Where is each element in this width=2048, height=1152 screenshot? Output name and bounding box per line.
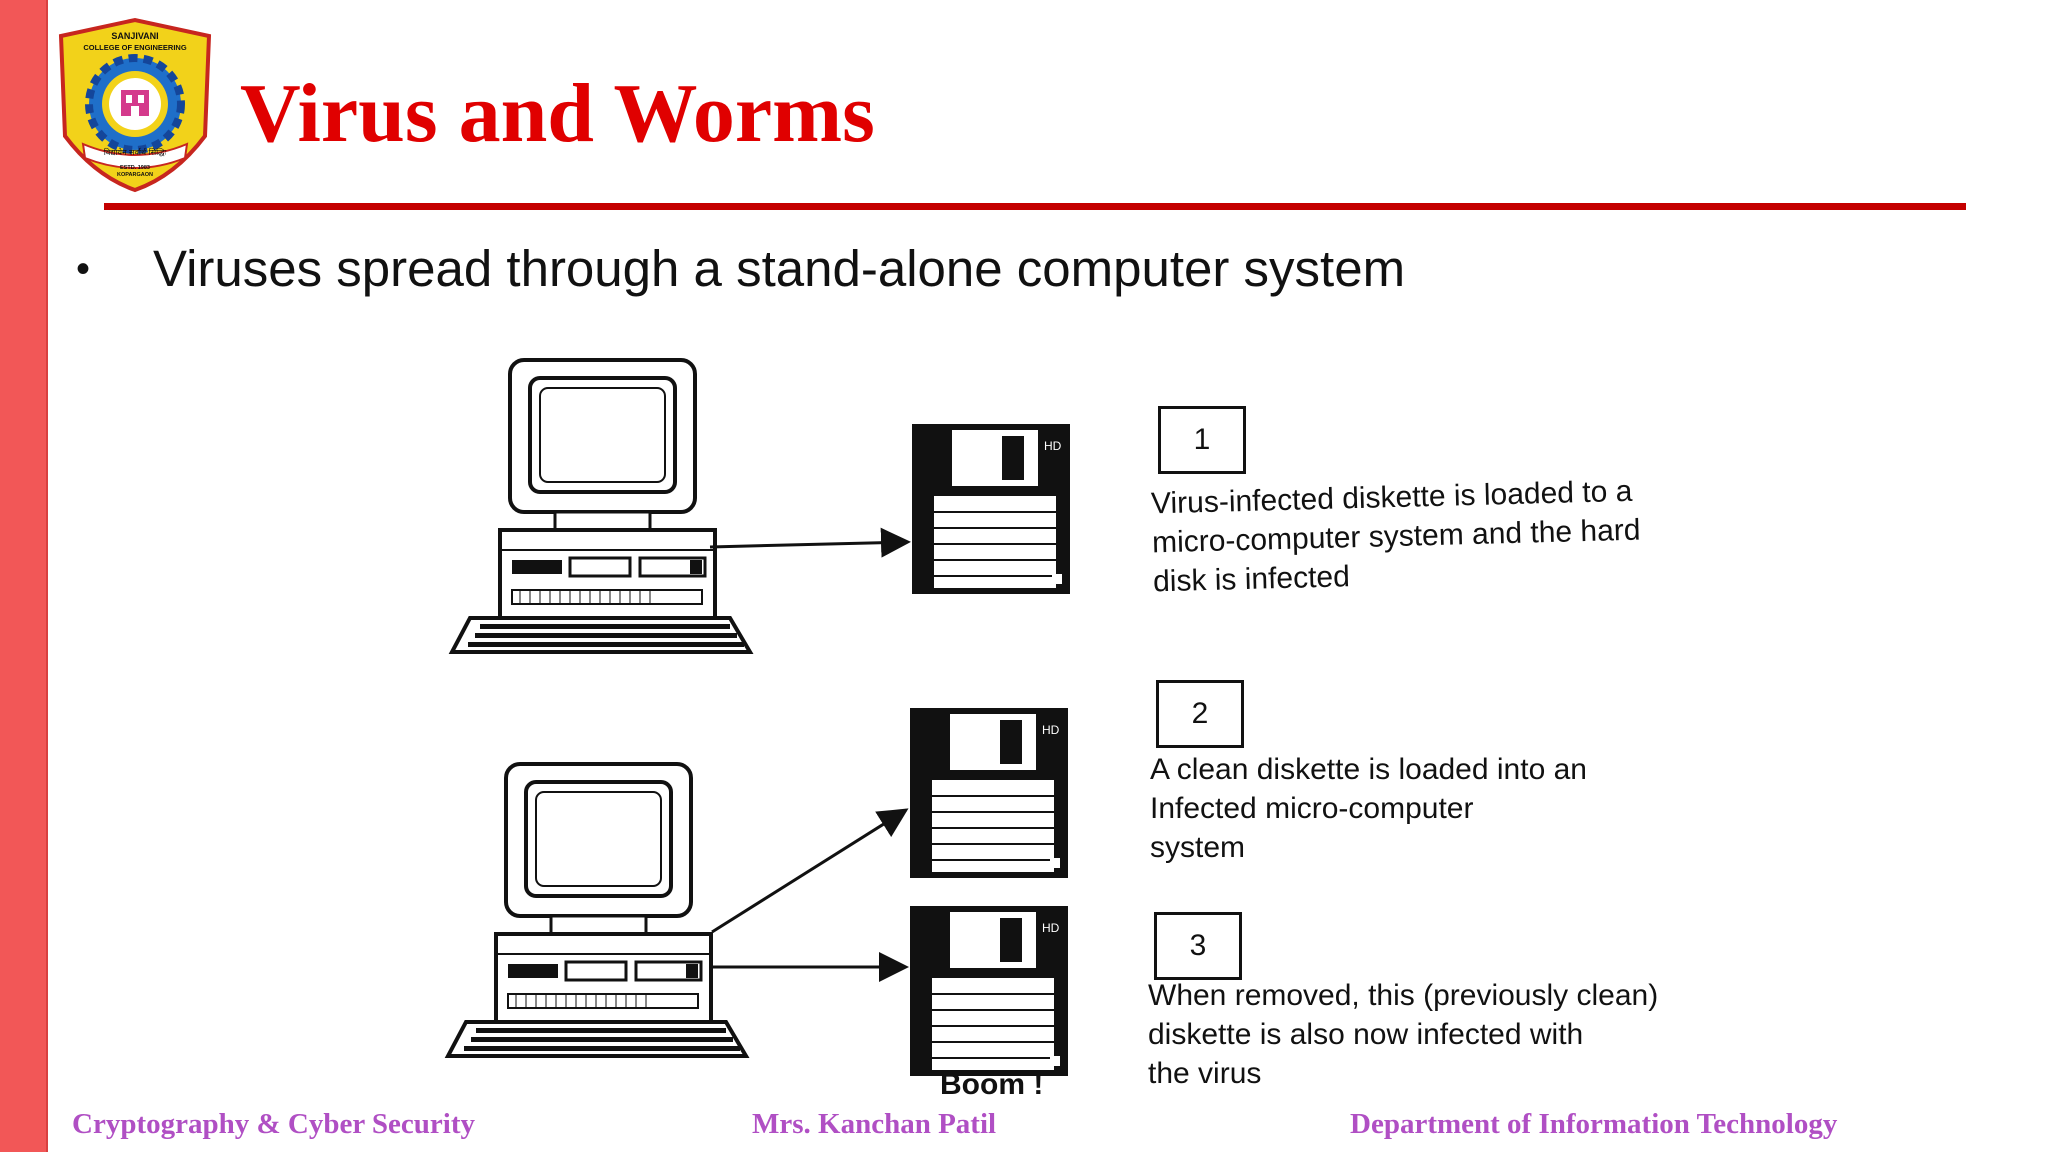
logo-place-text: KOPARGAON <box>117 172 153 178</box>
step-1-number-box: 1 <box>1158 406 1246 474</box>
diskette-3-hd-label: HD <box>1042 921 1060 935</box>
step-3-number-box: 3 <box>1154 912 1242 980</box>
logo-name-text: SANJIVANI <box>111 31 158 41</box>
computer-1-illustration <box>450 358 752 654</box>
step-2-number-box: 2 <box>1156 680 1244 748</box>
arrow-2 <box>711 808 909 934</box>
bullet-marker: • <box>76 247 91 291</box>
slide-title: Virus and Worms <box>240 67 875 160</box>
footer-author: Mrs. Kanchan Patil <box>752 1108 997 1140</box>
diskette-1-hd-label: HD <box>1044 439 1062 453</box>
virus-spread-diagram: HD HD HD 1 Virus-infected diskette is lo… <box>440 340 1730 1115</box>
logo-estd-text: ESTD. 1983 <box>120 165 150 171</box>
diskette-2-hd-label: HD <box>1042 723 1060 737</box>
step-3-text: When removed, this (previously clean) di… <box>1148 979 1659 1090</box>
boom-caption: Boom ! <box>940 1068 1044 1101</box>
bullet-text: Viruses spread through a stand-alone com… <box>153 240 1406 297</box>
computer-2-illustration <box>446 762 748 1058</box>
logo-college-text: COLLEGE OF ENGINEERING <box>83 43 187 52</box>
title-underline <box>104 203 1966 210</box>
left-accent-bar <box>0 0 48 1152</box>
footer-course: Cryptography & Cyber Security <box>72 1108 476 1140</box>
logo-motto-text: विद्यायेन सर्वार्थ सिद्धिः <box>104 147 167 157</box>
diagram-graphics: HD HD HD <box>446 358 1071 1077</box>
step-1-text: Virus-infected diskette is loaded to a m… <box>1150 474 1641 599</box>
arrow-1 <box>709 527 911 558</box>
step-2-text: A clean diskette is loaded into an Infec… <box>1150 753 1587 864</box>
footer-department: Department of Information Technology <box>1350 1108 1838 1140</box>
college-logo: SANJIVANI COLLEGE OF ENGINEERING विद्याय… <box>58 17 212 193</box>
